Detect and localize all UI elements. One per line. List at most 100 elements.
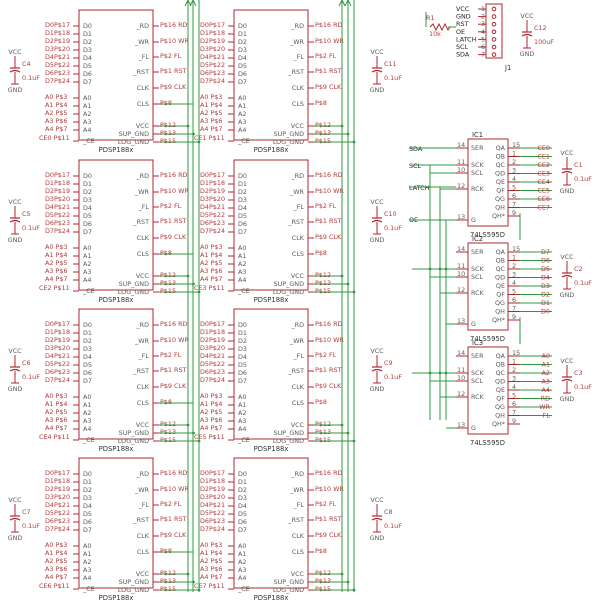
pin-label: SER (471, 352, 484, 360)
net-label: CE5 P$11 (194, 433, 225, 441)
pin-label: A4 (238, 126, 246, 134)
net-label: P$13 (160, 129, 176, 137)
pin-label: LOG_GND (273, 437, 304, 445)
output-net: A0 (542, 352, 550, 360)
net-label: A3 P$6 (45, 117, 67, 125)
net-label: D1P$18 (45, 477, 70, 485)
pin-label: A0 (238, 244, 246, 252)
display-chip: D0D0P$17D1D1P$18D2D2P$19D3D3P$20D4D4P$21… (194, 308, 344, 453)
net-label: P$13 (315, 428, 331, 436)
pin-label: A3 (238, 566, 246, 574)
junction (192, 431, 195, 435)
net-label: P$8 (160, 249, 172, 257)
pin-label: G (471, 320, 476, 328)
pin-label: D6 (238, 518, 247, 526)
pin-label: SCK (471, 369, 485, 377)
pin-label: _FL (293, 352, 305, 360)
pin-label: D5 (83, 361, 92, 369)
connector-pin (491, 29, 497, 35)
pin-label: A1 (238, 550, 246, 558)
resistor-name: R1 (426, 14, 435, 22)
net-label: D3P$20 (200, 195, 225, 203)
net-label: P$13 (160, 428, 176, 436)
connector-name: J1 (504, 64, 511, 72)
pin-label: QH (495, 204, 505, 212)
pin-label: CLK (292, 532, 305, 540)
net-label: P$16 RD (160, 469, 188, 477)
junction (186, 124, 190, 128)
register-name: IC3 (472, 339, 483, 347)
part-label: PDSP188x (99, 594, 134, 600)
net-label: D3P$20 (45, 493, 70, 501)
gnd-label: GND (370, 385, 385, 393)
pin-label: CLS (137, 399, 149, 407)
pin-label: D6 (238, 70, 247, 78)
net-label: D3P$20 (200, 45, 225, 53)
pin-label: SCL (471, 273, 484, 281)
net-label: CE2 P$11 (39, 284, 70, 292)
pin-label: A2 (238, 260, 246, 268)
pin-label: D1 (83, 180, 92, 188)
pin-number: 9 (512, 417, 516, 425)
net-label: P$10 WR (315, 37, 344, 45)
pin-number: 10 (457, 270, 465, 278)
pin-number: 5 (512, 288, 516, 296)
cap-plate (371, 219, 383, 223)
pin-label: D1 (83, 478, 92, 486)
pin-label: A4 (83, 425, 91, 433)
bus-label-scl: SCL (409, 162, 422, 170)
output-net: D4 (541, 274, 550, 282)
junction (192, 132, 195, 136)
net-label: P$15 (315, 287, 331, 295)
pin-number: 1 (512, 150, 516, 158)
header-pin-label: VCC (456, 5, 470, 13)
net-label: A1 P$4 (45, 251, 67, 259)
pin-label: VCC (136, 272, 150, 280)
pin-label: _RD (135, 470, 149, 478)
net-label: A0 P$3 (200, 93, 222, 101)
pin-number: 12 (457, 390, 465, 398)
pin-label: LOG_GND (118, 586, 149, 594)
pin-label: D7 (83, 377, 92, 385)
pin-label: CLS (137, 548, 149, 556)
pin-label: QB (496, 153, 505, 161)
cap-value: 0.1uF (384, 224, 402, 232)
net-label: D3P$20 (200, 493, 225, 501)
pin-label: A3 (238, 268, 246, 276)
net-label: A0 P$3 (45, 243, 67, 251)
net-label: D0P$17 (200, 171, 225, 179)
pin-label: SER (471, 144, 484, 152)
net-label: D6P$23 (45, 69, 70, 77)
net-label: A4 P$7 (200, 573, 222, 581)
net-label: D4P$21 (200, 53, 225, 61)
pin-label: D1 (238, 329, 247, 337)
pin-label: D5 (238, 361, 247, 369)
pin-number: 12 (457, 286, 465, 294)
gnd-label: GND (370, 86, 385, 94)
pin-label: LOG_GND (118, 138, 149, 146)
cap-value: 0.1uF (22, 373, 40, 381)
net-label: A0 P$3 (200, 541, 222, 549)
pin-label: D1 (238, 478, 247, 486)
resistor-body (429, 22, 451, 32)
net-label: D4P$21 (200, 352, 225, 360)
pin-label: D3 (238, 345, 247, 353)
pin-number: 13 (457, 213, 465, 221)
net-label: D3P$20 (200, 344, 225, 352)
pin-label: D0 (238, 321, 247, 329)
cap-name: C6 (22, 359, 31, 367)
pin-label: _FL (138, 501, 150, 509)
pin-label: D2 (83, 337, 92, 345)
register-part: 74LS595D (470, 231, 505, 239)
net-label: A4 P$7 (45, 573, 67, 581)
net-label: P$12 (160, 271, 176, 279)
net-label: A1 P$4 (45, 101, 67, 109)
output-net: CE0 (537, 144, 550, 152)
net-label: P$13 (160, 279, 176, 287)
bus-label-latch: LATCH (409, 184, 430, 192)
junction (444, 371, 448, 375)
pin-label: QA (496, 144, 506, 152)
pin-label: A3 (238, 118, 246, 126)
